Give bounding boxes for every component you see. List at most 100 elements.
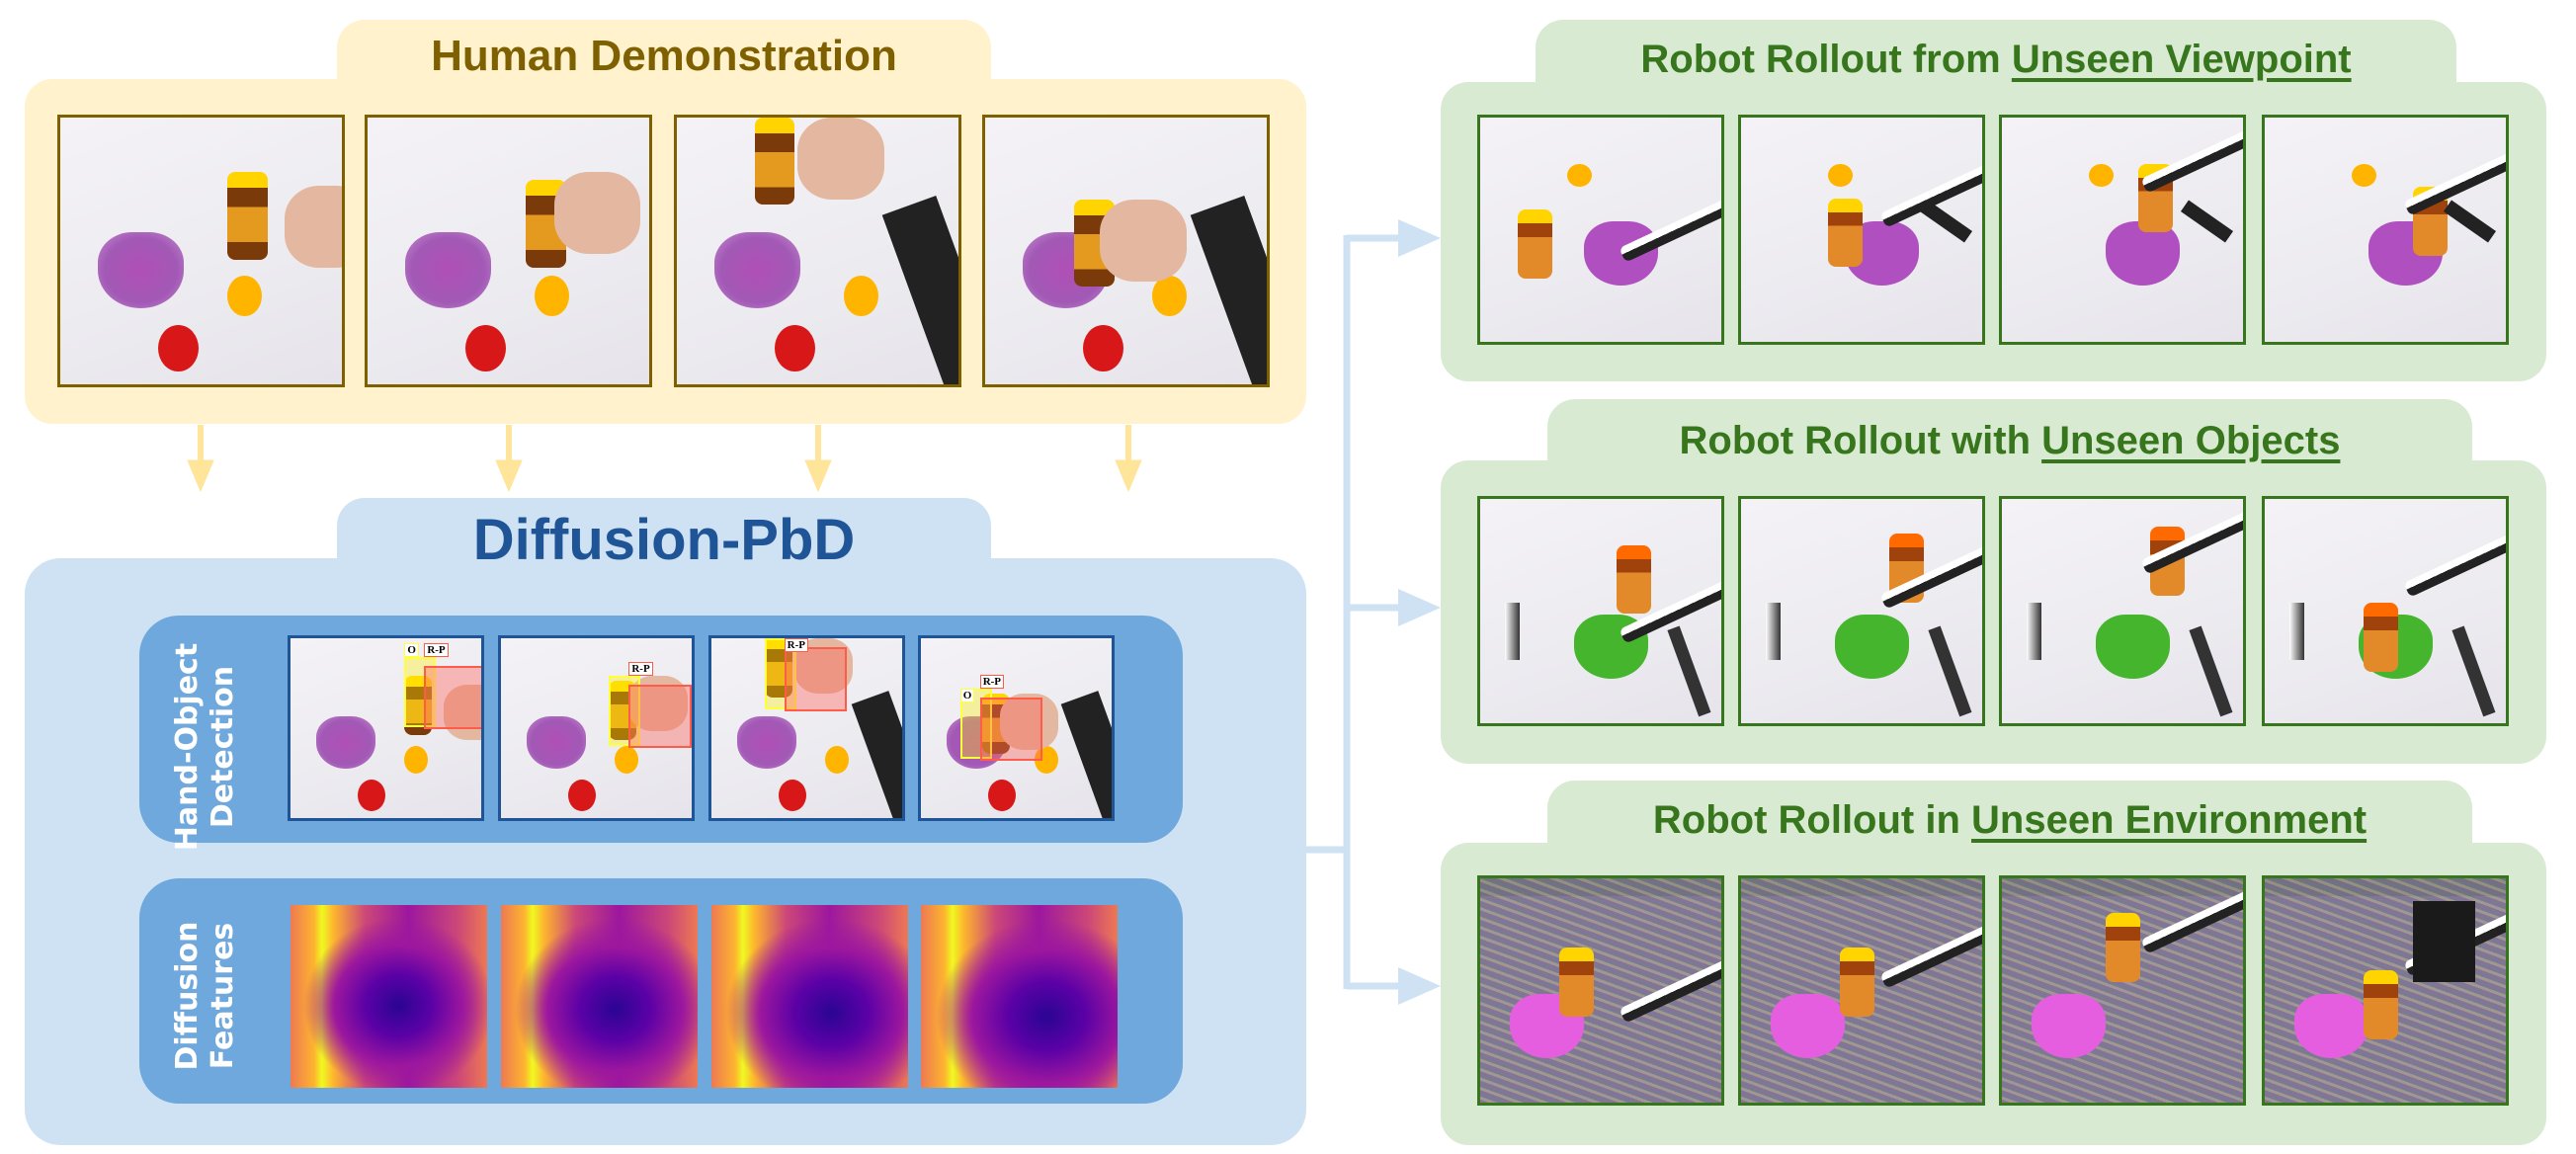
hand-object-detection-frame: R-P [498, 635, 695, 821]
arrow-right-icon [1398, 589, 1441, 626]
arrow-down-icon [804, 425, 832, 493]
hand-object-detection-frame: R-P O [918, 635, 1115, 821]
bowl [2106, 220, 2180, 287]
lemon [404, 746, 429, 775]
label-line: Diffusion [170, 921, 205, 1071]
robot-rollout-frame [1477, 875, 1724, 1106]
demo-to-diffusion-arrows [187, 425, 1142, 493]
lemon [1827, 163, 1853, 187]
hand-bounding-box [628, 685, 692, 749]
arrow-down-icon [1115, 425, 1142, 493]
bottle [1616, 544, 1651, 615]
hand-state-label: R-P [784, 638, 808, 652]
robot-rollout-frame [1999, 115, 2246, 345]
robot-rollout-frame [1738, 875, 1985, 1106]
hand-object-detection-label: Hand-Object Detection [170, 628, 241, 866]
bottle [1827, 198, 1863, 268]
lemon [1151, 276, 1187, 317]
hand-bounding-box [424, 666, 481, 730]
strawberry [357, 779, 385, 811]
robot-rollout-frame [1738, 115, 1985, 345]
arrow-down-icon [187, 425, 214, 493]
bowl [1771, 993, 1845, 1058]
arrow-down-icon [495, 425, 523, 493]
lemon [843, 276, 878, 317]
rollout-title-prefix: Robot Rollout with [1679, 419, 2042, 462]
bottle [1517, 209, 1552, 280]
arrow-right-icon [1398, 967, 1441, 1005]
lemon [2088, 163, 2114, 187]
purple-bowl [97, 231, 185, 309]
strawberry [1082, 324, 1123, 371]
lemon [1566, 163, 1592, 187]
robot-rollout-frame [1999, 875, 2246, 1106]
label-line: Features [206, 922, 240, 1070]
rollout-title: Robot Rollout in Unseen Environment [1547, 798, 2472, 843]
robot-wrist-camera [2413, 901, 2475, 982]
hand-bounding-box [979, 698, 1043, 762]
rollout-title-prefix: Robot Rollout from [1640, 38, 2012, 81]
lemon [615, 746, 639, 775]
medicine-bottle [404, 675, 433, 735]
strawberry [464, 324, 506, 371]
object-bounding-box [404, 656, 437, 728]
bottle [2106, 912, 2140, 982]
human-demo-frame [982, 115, 1270, 387]
rollout-title-emphasis: Unseen Environment [1971, 798, 2368, 842]
strawberry [774, 324, 815, 371]
robot-rollout-frame [2262, 496, 2509, 726]
lemon [226, 276, 262, 317]
diffusion-feature-heatmap [711, 905, 908, 1088]
robot-rollout-frame [1477, 115, 1724, 345]
strawberry [987, 779, 1016, 811]
markers [1505, 602, 1520, 661]
human-demo-frame [365, 115, 652, 387]
diffusion-feature-heatmap [291, 905, 487, 1088]
robot-rollout-frame [1738, 496, 1985, 726]
bottle [2364, 602, 2398, 672]
purple-bowl [404, 231, 492, 309]
label-line: Detection [206, 665, 240, 829]
robot-rollout-frame [1477, 496, 1724, 726]
strawberry [778, 779, 806, 811]
bottle [2364, 970, 2398, 1040]
hand [999, 694, 1059, 750]
lemon [534, 276, 569, 317]
medicine-bottle [754, 118, 795, 206]
rollout-title-emphasis: Unseen Objects [2041, 419, 2341, 462]
rollout-title: Robot Rollout with Unseen Objects [1547, 419, 2472, 463]
diffusion-feature-heatmap [501, 905, 698, 1088]
object-label: O [404, 642, 419, 657]
hand [628, 675, 689, 731]
diffusion-to-rollout-arrows [1306, 219, 1441, 1005]
bowl [2294, 993, 2368, 1058]
hand [797, 118, 884, 200]
label-line: Hand-Object [170, 642, 205, 852]
object-label: O [959, 688, 975, 702]
bowl [2096, 614, 2170, 679]
human-demonstration-title: Human Demonstration [431, 32, 897, 80]
diffusion-features-label: Diffusion Features [170, 877, 241, 1114]
table-surface [1741, 499, 1982, 723]
purple-bowl [736, 715, 796, 769]
strawberry [157, 324, 199, 371]
markers [2289, 602, 2304, 661]
human-demo-frame [674, 115, 961, 387]
markers [2027, 602, 2041, 661]
rollout-title-prefix: Robot Rollout in [1652, 798, 1972, 842]
rollout-title: Robot Rollout from Unseen Viewpoint [1536, 38, 2456, 82]
bottle [1559, 947, 1594, 1017]
hand-object-detection-frame: R-P [708, 635, 905, 821]
lemon [825, 746, 850, 775]
rollout-title-emphasis: Unseen Viewpoint [2011, 38, 2352, 81]
strawberry [567, 779, 596, 811]
hand [284, 186, 342, 268]
hand-state-label: R-P [979, 674, 1005, 689]
robot-rollout-frame [1999, 496, 2246, 726]
purple-bowl [713, 231, 801, 309]
bowl [2032, 993, 2106, 1058]
bowl [1835, 614, 1909, 679]
lemon [1035, 746, 1059, 775]
arrow-right-icon [1398, 219, 1441, 257]
